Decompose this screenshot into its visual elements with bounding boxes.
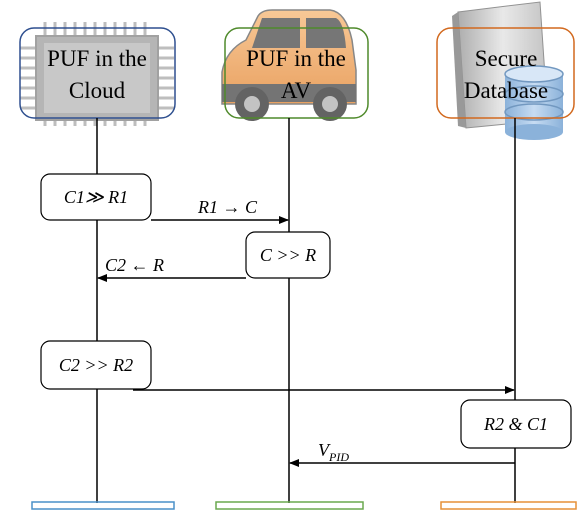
msg-label-c2-r: C2 ← R xyxy=(105,255,164,275)
step-box-c1-r1 xyxy=(40,173,152,221)
msg-label-vpid: VPID xyxy=(318,440,349,464)
terminator-av xyxy=(215,501,364,510)
vpid-main: V xyxy=(318,440,331,460)
step-box-c2-r2 xyxy=(40,340,152,390)
actor-label-av-line2: AV xyxy=(281,78,312,103)
step-label-r2-c1: R2 & C1 xyxy=(483,414,548,434)
terminator-cloud xyxy=(31,501,175,510)
chip-icon xyxy=(20,22,174,126)
actor-box-av xyxy=(224,27,369,119)
car-icon xyxy=(221,9,357,121)
msg-label-r1-c: R1 → C xyxy=(197,197,258,217)
actor-label-av-line1: PUF in the xyxy=(246,46,346,71)
step-box-c-r xyxy=(245,231,331,279)
actor-box-db xyxy=(436,27,575,119)
terminator-db xyxy=(440,501,577,510)
actor-label-db-line2: Database xyxy=(464,78,548,103)
server-database-icon xyxy=(452,1,564,140)
database-cylinder-icon xyxy=(504,65,564,140)
step-box-r2-c1 xyxy=(460,399,572,449)
vpid-subscript: PID xyxy=(328,450,349,464)
step-label-c1-r1: C1≫ R1 xyxy=(64,187,128,207)
step-label-c2-r2: C2 >> R2 xyxy=(59,355,133,375)
actor-label-cloud-line2: Cloud xyxy=(69,78,126,103)
actor-label-db-line1: Secure xyxy=(475,46,538,71)
actor-label-cloud-line1: PUF in the xyxy=(47,46,147,71)
step-label-c-r: C >> R xyxy=(260,245,316,265)
